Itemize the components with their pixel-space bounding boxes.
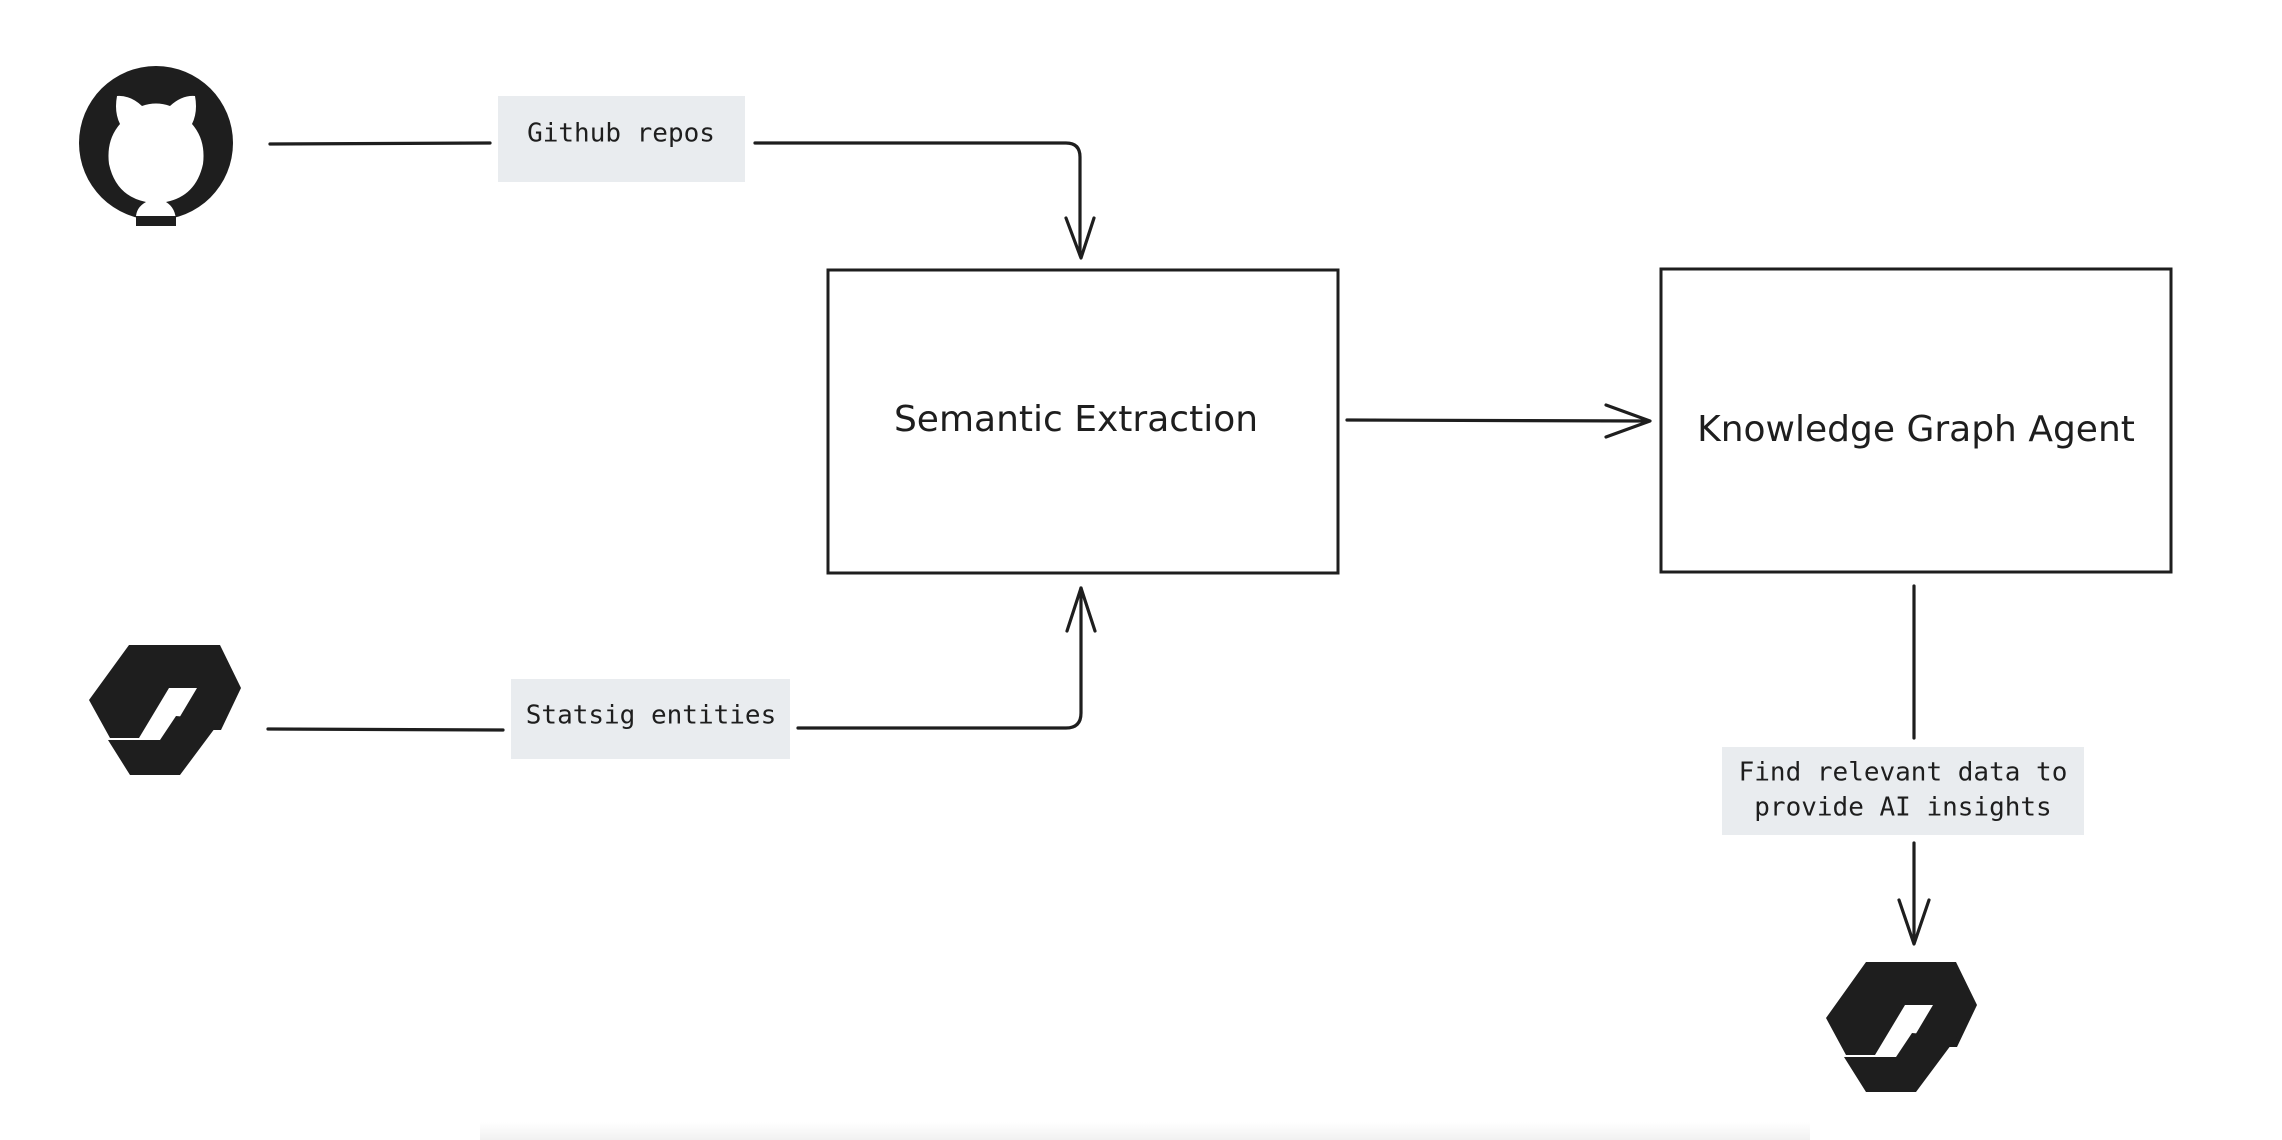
statsig-to-extraction-edge xyxy=(266,586,1097,732)
github-to-extraction-edge xyxy=(268,141,1096,260)
statsig-entities-label: Statsig entities xyxy=(511,679,790,759)
extraction-to-graph-edge xyxy=(1345,403,1652,439)
insights-text-line1: Find relevant data to xyxy=(1739,758,2068,788)
statsig-entities-text: Statsig entities xyxy=(526,701,776,731)
semantic-extraction-node: Semantic Extraction xyxy=(826,268,1340,575)
graph-to-output-edge xyxy=(1897,584,1931,946)
github-icon xyxy=(79,66,233,231)
statsig-icon xyxy=(89,645,241,775)
github-repos-label: Github repos xyxy=(498,96,745,182)
knowledge-graph-agent-label: Knowledge Graph Agent xyxy=(1697,409,2135,450)
knowledge-graph-agent-node: Knowledge Graph Agent xyxy=(1659,267,2173,574)
insights-text-line2: provide AI insights xyxy=(1754,793,2051,823)
insights-label: Find relevant data to provide AI insight… xyxy=(1722,747,2084,835)
github-repos-text: Github repos xyxy=(527,119,715,149)
semantic-extraction-label: Semantic Extraction xyxy=(894,399,1258,440)
bottom-shadow xyxy=(480,1122,1810,1140)
statsig-output-icon xyxy=(1826,962,1977,1092)
